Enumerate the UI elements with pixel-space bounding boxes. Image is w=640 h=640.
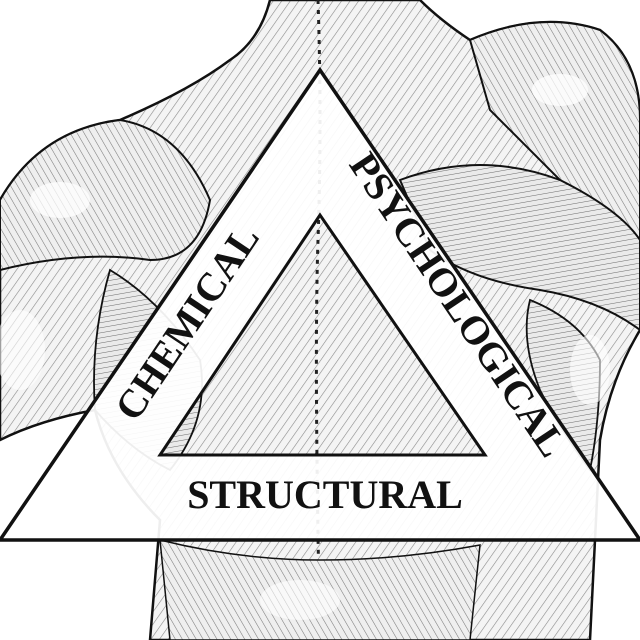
structural-label: STRUCTURAL xyxy=(187,472,463,517)
outer-triangle xyxy=(0,66,640,542)
inner-triangle xyxy=(157,212,488,457)
